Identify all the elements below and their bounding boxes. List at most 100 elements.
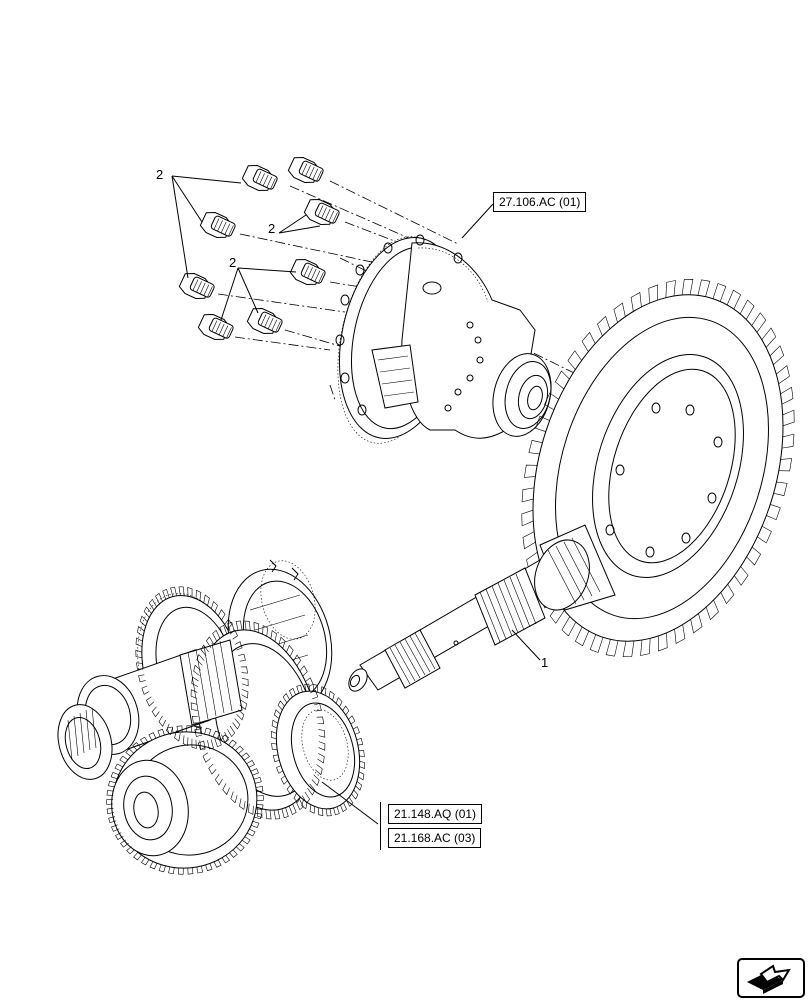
gear-tooth (221, 855, 230, 864)
gear-tooth (236, 843, 245, 852)
gear-tooth (224, 618, 233, 630)
gear-tooth (312, 684, 318, 693)
gear-tooth (318, 729, 326, 738)
gear-cluster (57, 559, 365, 875)
bolt (241, 164, 278, 192)
gear-tooth (622, 640, 635, 658)
gear-tooth (190, 689, 198, 699)
gear-tooth (273, 809, 281, 820)
gear-tooth (176, 725, 183, 733)
ref-gears-a-link[interactable]: 21.148.AQ (01) (388, 804, 483, 824)
gear-tooth (148, 598, 157, 611)
ref-gears-b-link[interactable]: 21.168.AC (03) (388, 828, 482, 848)
gear-tooth (528, 440, 543, 455)
gear-tooth (278, 636, 286, 649)
gear-tooth (182, 735, 189, 747)
gear-tooth (293, 654, 302, 666)
gear-tooth (301, 799, 308, 810)
gear-tooth (613, 302, 626, 323)
gear-tooth (139, 615, 148, 627)
gear-tooth (746, 546, 762, 566)
gear-tooth (212, 629, 221, 642)
gear-tooth (108, 816, 117, 824)
bolt (197, 313, 234, 341)
gear-tooth (311, 774, 320, 786)
gear-tooth (605, 639, 619, 657)
gear-tooth (705, 599, 719, 621)
gear-tooth (272, 754, 280, 762)
bolt-set (178, 156, 340, 341)
shaft-leader (511, 629, 541, 661)
gear-tooth (265, 809, 272, 820)
gear-tooth (697, 279, 711, 297)
gear-tooth (335, 697, 343, 707)
gear-tooth (321, 686, 327, 696)
gear-tooth (222, 783, 230, 796)
gear-tooth (305, 677, 314, 688)
ref-differential-link[interactable]: 27.106.AC (01) (493, 192, 587, 212)
callout-shaft: 1 (541, 655, 549, 670)
gear-tooth (521, 509, 534, 527)
gear-tooth (561, 616, 577, 637)
gear-tooth (757, 525, 772, 544)
gear-tooth (253, 776, 262, 784)
gear-tooth (262, 625, 268, 637)
gear-tooth (202, 752, 211, 763)
callout-bolts-middle: 2 (229, 255, 237, 270)
bolt-leaders (171, 175, 321, 321)
gear-tooth (778, 458, 793, 472)
gear-tooth (162, 588, 170, 600)
gear-tooth (194, 728, 203, 737)
gear-tooth (195, 726, 202, 734)
gear-tooth (293, 793, 301, 803)
gear-tooth (241, 752, 250, 761)
gear-tooth (271, 743, 278, 750)
gear-tooth (214, 774, 223, 786)
gear-tooth (523, 464, 538, 478)
gear-tooth (214, 736, 222, 748)
gear-tooth (200, 644, 209, 657)
gear-tooth (143, 606, 152, 618)
gear-tooth (235, 745, 244, 754)
gear-tooth (301, 791, 310, 804)
gear-tooth (241, 836, 251, 845)
gear-tooth (295, 798, 304, 811)
gear-tooth (108, 780, 116, 788)
gear-tooth (630, 292, 642, 312)
gear-tooth (170, 586, 177, 597)
gear-cluster-leader (321, 781, 379, 825)
next-page-button[interactable] (737, 958, 805, 998)
cluster-gear-teeth (106, 586, 365, 875)
flange-holes (335, 234, 463, 416)
gear-tooth (734, 566, 749, 586)
ring-holes (605, 402, 723, 558)
gear-tooth (158, 715, 167, 727)
gear-tooth (535, 415, 550, 432)
gear-tooth (257, 807, 263, 819)
gear-tooth (190, 702, 198, 711)
gear-tooth (141, 857, 150, 866)
gear-tooth (241, 677, 249, 687)
gear-tooth (544, 392, 559, 411)
gear-tooth (658, 632, 668, 652)
gear-tooth (174, 730, 181, 742)
gear-tooth (340, 802, 347, 813)
differential-leader (461, 203, 494, 239)
gear-tooth (244, 620, 251, 631)
gear-tooth (309, 804, 315, 814)
gear-tooth (277, 700, 285, 711)
bolt (246, 307, 283, 335)
gear-tooth (187, 867, 194, 875)
gear-tooth (239, 699, 247, 710)
gear-tooth (299, 665, 308, 677)
gear-tooth (208, 763, 217, 775)
bolt (178, 272, 215, 300)
gear-tooth (106, 799, 114, 805)
gear-tooth (712, 283, 727, 302)
gear-tooth (280, 775, 288, 785)
gear-tooth (119, 755, 129, 764)
bolt (303, 198, 340, 226)
gear-tooth (196, 865, 204, 874)
gear-tooth (253, 621, 259, 633)
